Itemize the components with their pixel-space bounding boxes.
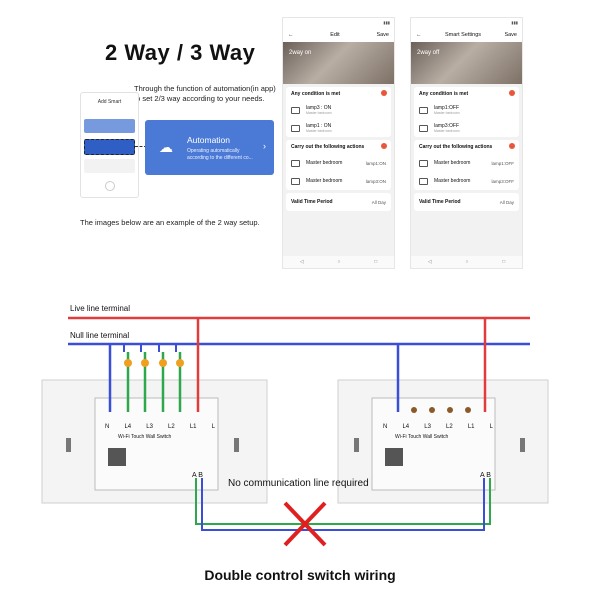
- phone-edit-screen: ▮▮▮ ← Edit Save 2way on Any condition is…: [282, 17, 395, 269]
- automation-card[interactable]: ☁ Automation Operating automatically acc…: [145, 120, 274, 175]
- save-button[interactable]: Save: [504, 32, 517, 38]
- actions-card: Carry out the following actions Master b…: [414, 140, 519, 190]
- right-switch-module: [371, 397, 496, 491]
- not-required-cross-icon: [283, 501, 327, 547]
- automation-description: Through the function of automation(in ap…: [134, 84, 276, 103]
- comm-line-a: [195, 478, 491, 525]
- terminal-screw: [411, 407, 417, 413]
- scene-banner: 2way on: [283, 42, 394, 84]
- lamp-icon: [124, 359, 132, 367]
- automation-subtitle: Operating automatically according to the…: [187, 148, 253, 161]
- period-card[interactable]: Valid Time Period All Day: [414, 193, 519, 211]
- actions-header: Carry out the following actions: [419, 144, 493, 150]
- screen-title: Edit: [330, 32, 340, 38]
- right-qr-code: [385, 448, 403, 466]
- right-ab-labels: A B: [480, 472, 491, 479]
- lamp-icon: [176, 359, 184, 367]
- period-card[interactable]: Valid Time Period All Day: [286, 193, 391, 211]
- device-icon: [419, 159, 428, 167]
- diagram-caption: Double control switch wiring: [204, 567, 396, 583]
- left-vent-2: [234, 438, 239, 452]
- actions-header: Carry out the following actions: [291, 144, 365, 150]
- no-communication-label: No communication line required: [228, 478, 369, 489]
- chevron-right-icon: ›: [263, 141, 266, 151]
- callout-line: [135, 146, 147, 147]
- lamp-icon: [141, 359, 149, 367]
- back-icon[interactable]: ←: [416, 32, 422, 38]
- example-note: The images below are an example of the 2…: [80, 218, 260, 227]
- switch-icon: [419, 106, 428, 114]
- left-ab-labels: A B: [192, 472, 203, 479]
- phone-smart-settings-screen: ▮▮▮ ← Smart Settings Save 2way off Any c…: [410, 17, 523, 269]
- switch-icon: [419, 124, 428, 132]
- add-action-icon[interactable]: [381, 143, 387, 149]
- condition-header: Any condition is met: [419, 91, 469, 97]
- scene-row: [84, 119, 135, 133]
- page-title: 2 Way / 3 Way: [105, 40, 256, 65]
- scene-name: 2way on: [289, 50, 312, 56]
- automation-title: Automation: [187, 135, 230, 145]
- switch-icon: [291, 106, 300, 114]
- left-switch-title: Wi-Fi Touch Wall Switch: [118, 434, 172, 440]
- mini-phone-title: Add Smart: [97, 99, 122, 105]
- left-qr-code: [108, 448, 126, 466]
- condition-header: Any condition is met: [291, 91, 341, 97]
- top-bar: ← Edit Save: [283, 28, 394, 42]
- status-bar: ▮▮▮: [283, 18, 394, 28]
- add-action-icon[interactable]: [509, 143, 515, 149]
- switch-icon: [291, 124, 300, 132]
- period-label: Valid Time Period: [419, 199, 461, 205]
- scene-name: 2way off: [417, 50, 440, 56]
- automation-row-highlighted: [84, 139, 135, 155]
- right-vent: [354, 438, 359, 452]
- left-switch-module: [94, 397, 219, 491]
- device-icon: [291, 159, 300, 167]
- device-icon: [419, 177, 428, 185]
- lamp-icon: [159, 359, 167, 367]
- top-bar: ← Smart Settings Save: [411, 28, 522, 42]
- mini-phone-screenshot: Add Smart: [80, 92, 139, 198]
- scene-banner: 2way off: [411, 42, 522, 84]
- terminal-screw: [447, 407, 453, 413]
- right-vent-2: [520, 438, 525, 452]
- android-nav-bar: ◁○□: [411, 256, 522, 268]
- add-condition-icon[interactable]: [509, 90, 515, 96]
- android-nav-bar: ◁○□: [283, 256, 394, 268]
- live-line-label: Live line terminal: [70, 304, 131, 313]
- back-icon[interactable]: ←: [288, 32, 294, 38]
- period-value: All Day: [499, 199, 514, 205]
- status-bar: ▮▮▮: [411, 18, 522, 28]
- comm-line-b: [201, 478, 485, 531]
- period-label: Valid Time Period: [291, 199, 333, 205]
- terminal-screw: [465, 407, 471, 413]
- empty-row: [84, 159, 135, 173]
- save-button[interactable]: Save: [376, 32, 389, 38]
- add-condition-icon[interactable]: [381, 90, 387, 96]
- add-icon: [105, 181, 115, 191]
- terminal-screw: [429, 407, 435, 413]
- screen-title: Smart Settings: [444, 32, 482, 38]
- period-value: All Day: [371, 199, 386, 205]
- automation-icon: ☁: [159, 139, 173, 155]
- null-line-label: Null line terminal: [70, 331, 130, 340]
- left-vent: [66, 438, 71, 452]
- right-switch-title: Wi-Fi Touch Wall Switch: [395, 434, 449, 440]
- device-icon: [291, 177, 300, 185]
- actions-card: Carry out the following actions Master b…: [286, 140, 391, 190]
